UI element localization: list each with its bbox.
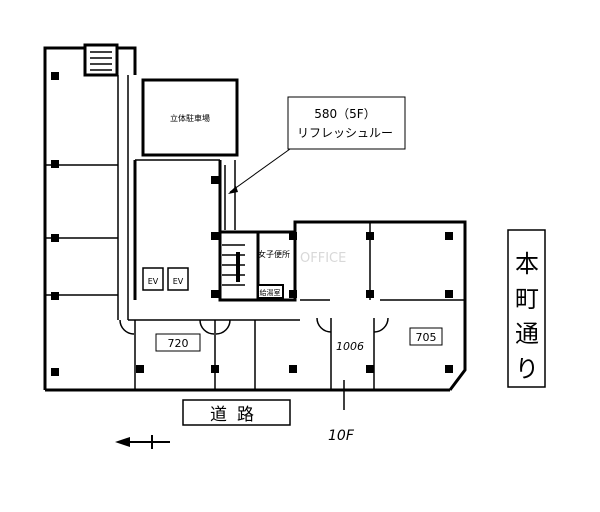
left-wing-walls bbox=[43, 46, 137, 390]
direction-arrow-icon bbox=[115, 435, 170, 449]
bottom-rooms bbox=[45, 317, 450, 392]
room-720-label: 720 bbox=[168, 337, 189, 350]
elevators: EV EV bbox=[142, 267, 189, 291]
street-char-2: 町 bbox=[515, 285, 539, 313]
top-stairwell bbox=[83, 43, 119, 77]
right-wing-walls bbox=[293, 220, 467, 391]
columns bbox=[51, 72, 453, 376]
street-char-4: り bbox=[515, 355, 539, 383]
parking-area: 立体駐車場 bbox=[141, 78, 239, 157]
street-char-1: 本 bbox=[515, 250, 539, 278]
core-stairs-restroom: 女子便所 給湯室 bbox=[218, 230, 297, 302]
callout-line1: 580（5F） bbox=[314, 107, 375, 121]
ev-label-1: EV bbox=[148, 277, 159, 286]
kitchenette-label: 給湯室 bbox=[260, 288, 281, 297]
callout-line2: リフレッシュルー bbox=[297, 126, 393, 140]
street-label-box: 本 町 通 り bbox=[507, 229, 546, 388]
watermark: OFFICE bbox=[300, 251, 346, 266]
street-char-3: 通 bbox=[515, 320, 539, 348]
ev-label-2: EV bbox=[173, 277, 184, 286]
room-705-label: 705 bbox=[416, 331, 437, 344]
floor-note: 10F bbox=[328, 428, 355, 444]
womens-restroom-label: 女子便所 bbox=[258, 249, 290, 259]
parking-label: 立体駐車場 bbox=[170, 113, 210, 123]
room-1006-label: 1006 bbox=[336, 340, 364, 353]
refresh-room-callout: 580（5F） リフレッシュルー bbox=[228, 96, 406, 194]
road-label: 道路 bbox=[210, 405, 264, 425]
